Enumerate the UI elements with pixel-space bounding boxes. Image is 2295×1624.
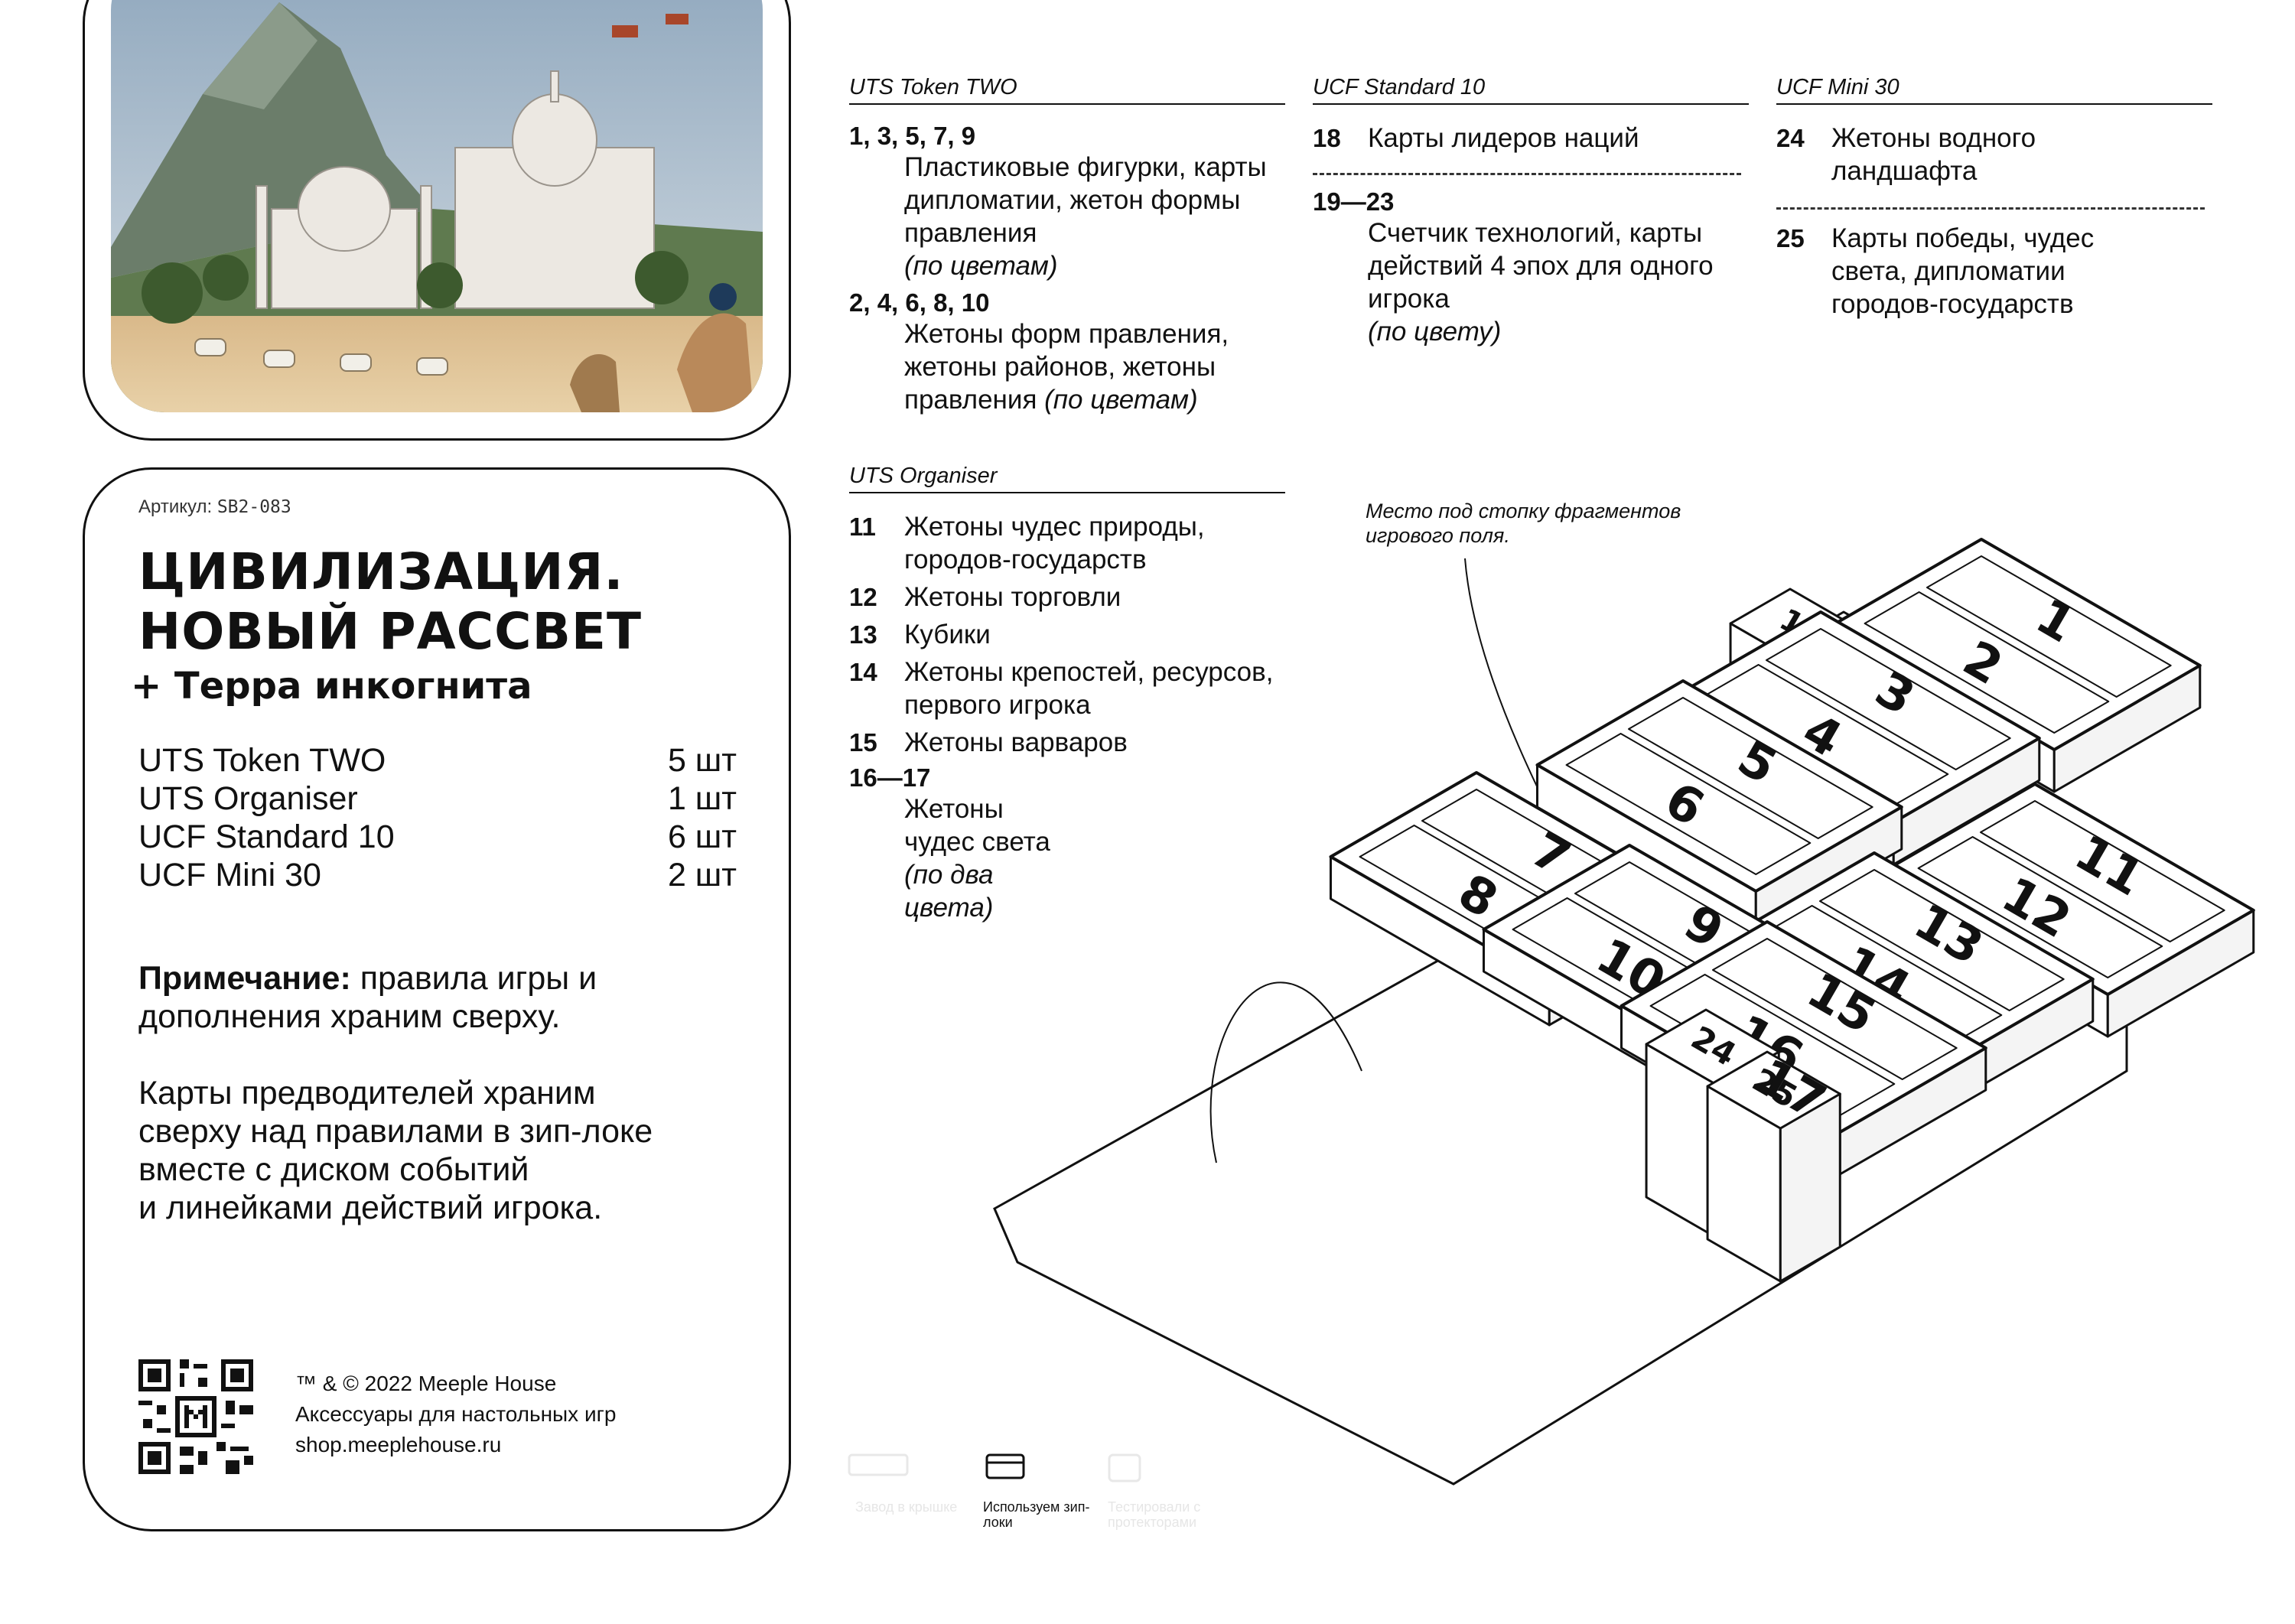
legend-item-number: 15 xyxy=(849,728,877,757)
product-list: UTS Token TWO 5 шт UTS Organiser 1 шт UC… xyxy=(138,741,737,894)
legend-item-number: 13 xyxy=(849,620,877,649)
qr-code-icon xyxy=(138,1359,253,1474)
legend-item-text: Жетоны варваров xyxy=(904,727,1128,757)
board-space-annotation: Место под стопку фрагментов игрового пол… xyxy=(1366,500,1681,547)
legend-item: 15 Жетоны варваров xyxy=(849,726,1285,759)
storage-note: Карты предводителей храним сверху над пр… xyxy=(138,1075,653,1226)
box-art-image xyxy=(111,0,763,412)
product-row: UTS Token TWO 5 шт xyxy=(138,741,737,779)
legend-item-number: 12 xyxy=(849,583,877,611)
sleeve-icon xyxy=(1108,1453,1141,1482)
product-row: UTS Organiser 1 шт xyxy=(138,779,737,818)
product-qty: 5 шт xyxy=(667,742,737,779)
icons-row xyxy=(848,1453,1141,1482)
legend-item-text: Карты победы, чудес света, дипломатии го… xyxy=(1831,223,2095,319)
lid-box-icon xyxy=(848,1453,909,1476)
product-row: UCF Mini 30 2 шт xyxy=(138,856,737,894)
sku: Артикул: SB2-083 xyxy=(138,496,291,518)
product-qty: 1 шт xyxy=(667,780,737,817)
game-subtitle: + Терра инкогнита xyxy=(131,665,532,708)
sku-code: SB2-083 xyxy=(216,497,291,517)
legend-item-number: 14 xyxy=(849,658,877,686)
legend-item: 25 Карты победы, чудес света, дипломатии… xyxy=(1776,222,2212,321)
info-card: Артикул: SB2-083 ЦИВИЛИЗАЦИЯ. НОВЫЙ РАСС… xyxy=(83,467,791,1531)
legend-item-number: 11 xyxy=(849,513,876,541)
legend-item: 12 Жетоны торговли xyxy=(849,581,1285,613)
sku-label: Артикул: xyxy=(138,496,213,517)
legend-heading: UTS Organiser xyxy=(849,464,1285,493)
legend-item: 14 Жетоны крепостей, ресурсов, первого и… xyxy=(849,656,1285,721)
legend-item-text: Жетоны крепостей, ресурсов, первого игро… xyxy=(904,657,1274,720)
legend-item-text: Карты лидеров наций xyxy=(1368,123,1639,153)
legend-item: 18 Карты лидеров наций xyxy=(1313,122,1749,155)
zip-lock-icon xyxy=(985,1453,1025,1479)
legend-item: 16—17 Жетоны чудес света (по два цвета) xyxy=(849,763,1285,924)
legend-item-number: 1, 3, 5, 7, 9 xyxy=(849,122,976,150)
shop-url: shop.meeplehouse.ru xyxy=(295,1433,502,1456)
box-art-illustration xyxy=(111,0,763,412)
legend-item-number: 25 xyxy=(1776,224,1805,252)
company-tagline: Аксессуары для настольных игр xyxy=(295,1402,617,1426)
legend-item: 1, 3, 5, 7, 9 Пластиковые фигурки, карты… xyxy=(849,122,1285,282)
tray-3-4: 34 xyxy=(1673,610,2041,866)
legend-item: 24 Жетоны водного ландшафта xyxy=(1776,122,2212,187)
legend-item-number: 2, 4, 6, 8, 10 xyxy=(849,288,990,317)
legend-item-number: 24 xyxy=(1776,124,1805,152)
legend-item-number: 19—23 xyxy=(1313,187,1395,216)
legend-item: 13 Кубики xyxy=(849,618,1285,651)
product-name: UCF Mini 30 xyxy=(138,857,321,893)
legend-heading: UCF Standard 10 xyxy=(1313,75,1749,105)
legend-item-text: Жетоны форм правления, жетоны районов, ж… xyxy=(904,319,1229,415)
legend-heading: UTS Token TWO xyxy=(849,75,1285,105)
organizer-diagram: 2019182322211234561112131478910151624251… xyxy=(848,538,2255,1486)
company-info: ™ & © 2022 Meeple House Аксессуары для н… xyxy=(295,1369,616,1460)
icon-label-zip: Используем зип-локи xyxy=(983,1499,1090,1530)
legend-heading: UCF Mini 30 xyxy=(1776,75,2212,105)
legend-uts-token: UTS Token TWO 1, 3, 5, 7, 9 Пластиковые … xyxy=(849,75,1285,416)
legend-item: 11 Жетоны чудес природы, городов-государ… xyxy=(849,510,1285,576)
product-qty: 2 шт xyxy=(667,857,737,893)
legend-ucf-standard: UCF Standard 10 18 Карты лидеров наций 1… xyxy=(1313,75,1749,348)
legend-uts-organiser: UTS Organiser 11 Жетоны чудес природы, г… xyxy=(849,464,1285,924)
note-text: правила игры и дополнения храним сверху. xyxy=(138,960,597,1035)
legend-item-text: Жетоны торговли xyxy=(904,582,1121,612)
product-row: UCF Standard 10 6 шт xyxy=(138,818,737,856)
legend-item-number: 16—17 xyxy=(849,763,931,792)
icon-label-lid: Завод в крышке xyxy=(855,1499,958,1515)
legend-item: 19—23 Счетчик технологий, карты действий… xyxy=(1313,187,1749,348)
note-label: Примечание: xyxy=(138,960,351,997)
game-title: ЦИВИЛИЗАЦИЯ. НОВЫЙ РАССВЕТ xyxy=(138,542,642,661)
product-name: UTS Token TWO xyxy=(138,742,386,779)
legend-item: 2, 4, 6, 8, 10 Жетоны форм правления, же… xyxy=(849,288,1285,416)
legend-ucf-mini: UCF Mini 30 24 Жетоны водного ландшафта … xyxy=(1776,75,2212,321)
legend-item-text: Счетчик технологий, карты действий 4 эпо… xyxy=(1368,218,1714,347)
lift-arrow xyxy=(1209,981,1362,1163)
icon-label-sleeves: Тестировали с протекторами xyxy=(1108,1499,1201,1530)
tray-5-6: 56 xyxy=(1535,679,1903,935)
legend-item-text: Жетоны чудес света (по два цвета) xyxy=(904,794,1050,923)
product-name: UTS Organiser xyxy=(138,780,358,817)
legend-item-text: Кубики xyxy=(904,620,991,649)
legend-item-text: Пластиковые фигурки, карты дипломатии, ж… xyxy=(904,152,1267,281)
legend-item-text: Жетоны водного ландшафта xyxy=(1831,123,2036,186)
note: Примечание: правила игры и дополнения хр… xyxy=(138,959,750,1036)
legend-item-text: Жетоны чудес природы, городов-государств xyxy=(904,512,1205,574)
legend-item-number: 18 xyxy=(1313,124,1341,152)
box-art-card xyxy=(83,0,791,441)
product-name: UCF Standard 10 xyxy=(138,819,395,855)
legend-divider xyxy=(1776,207,2205,210)
legend-divider xyxy=(1313,173,1741,175)
card-box-25: 25 xyxy=(1706,1050,1841,1283)
copyright: ™ & © 2022 Meeple House xyxy=(295,1372,557,1395)
product-qty: 6 шт xyxy=(667,819,737,855)
